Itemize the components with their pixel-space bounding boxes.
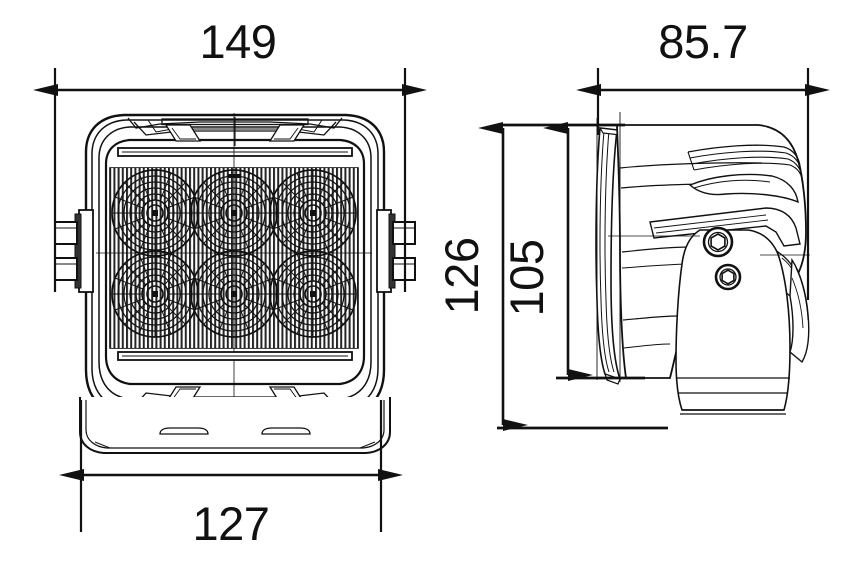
hex-screw-upper — [702, 226, 734, 258]
dimension-width-base: 127 — [59, 400, 403, 550]
side-heatsink-fins — [687, 144, 804, 184]
front-top-hood — [117, 117, 353, 157]
dimension-width-overall: 149 — [33, 15, 427, 292]
front-view — [54, 113, 416, 454]
hex-screw-lower — [714, 263, 742, 291]
front-housing-rim-third — [98, 126, 372, 400]
side-view — [595, 112, 810, 415]
side-scoop-detail — [688, 173, 799, 204]
side-rear-ribs — [789, 257, 810, 364]
optic-center-marker — [228, 174, 241, 178]
front-optic-field — [96, 113, 372, 418]
led-r2c1 — [111, 250, 199, 338]
dimension-label-857: 85.7 — [658, 15, 747, 68]
front-mount-lug-left — [54, 209, 94, 293]
led-r1c1 — [111, 169, 199, 257]
dimension-height-overall: 126 — [435, 122, 668, 431]
led-r2c3 — [269, 250, 357, 338]
dimension-height-lamp: 105 — [500, 122, 645, 381]
dimension-depth-overall: 85.7 — [576, 15, 830, 300]
dimension-label-105: 105 — [500, 240, 553, 317]
side-mount-bracket — [675, 226, 791, 415]
dimension-label-127: 127 — [193, 497, 270, 550]
side-mid-shelf — [649, 207, 801, 247]
foot-slot-right — [261, 427, 311, 435]
dimension-label-126: 126 — [435, 238, 488, 315]
dimension-label-149: 149 — [200, 15, 277, 68]
led-r1c3 — [269, 169, 357, 257]
foot-slot-left — [159, 427, 209, 435]
front-base-foot — [79, 397, 391, 454]
